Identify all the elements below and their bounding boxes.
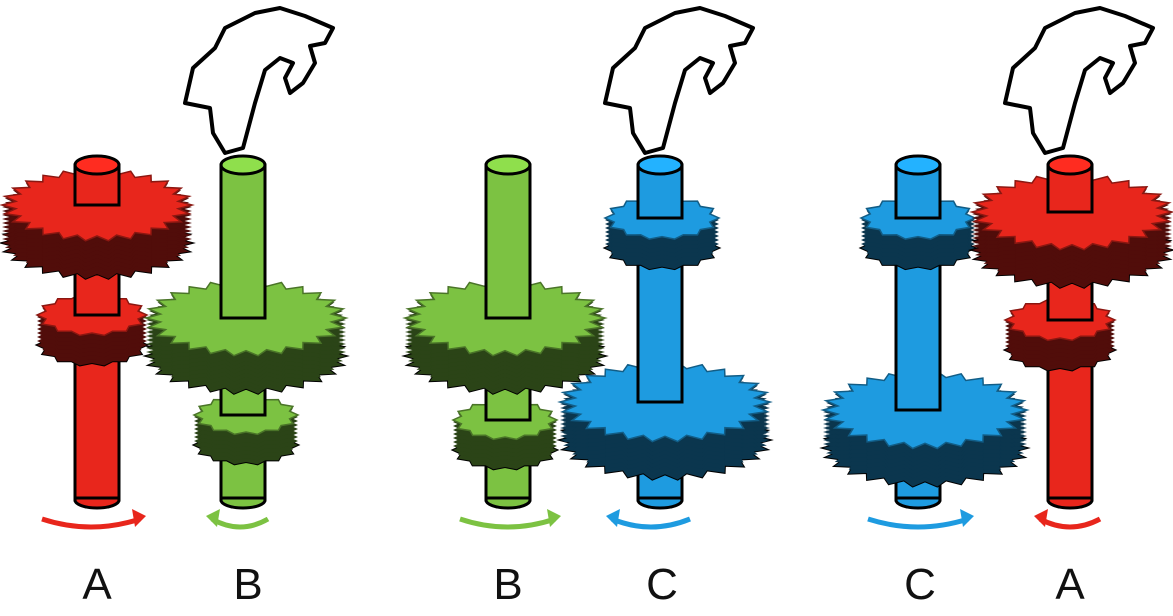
shaft-top bbox=[636, 154, 684, 176]
shaft-top bbox=[894, 154, 942, 176]
shaft-top bbox=[484, 154, 532, 176]
arrow-head-icon bbox=[547, 509, 561, 527]
hand-icon bbox=[183, 6, 335, 155]
shaft bbox=[219, 163, 267, 320]
shaft-top bbox=[219, 154, 267, 176]
rotation-arrow bbox=[867, 516, 969, 530]
arrow-head-icon bbox=[132, 509, 146, 527]
label-a-right: A bbox=[1055, 560, 1085, 609]
label-b-middle: B bbox=[493, 560, 523, 609]
arrow-head-icon bbox=[960, 509, 974, 527]
rotation-arrow bbox=[611, 516, 691, 530]
shaft bbox=[484, 163, 532, 320]
rotation-arrow bbox=[41, 516, 141, 530]
label-c-middle: C bbox=[646, 560, 678, 609]
label-c-right: C bbox=[904, 560, 936, 609]
rotation-arrow bbox=[459, 516, 556, 530]
hand-icon bbox=[603, 6, 755, 155]
arrow-head-icon bbox=[606, 509, 620, 527]
arrow-head-icon bbox=[206, 509, 220, 527]
rotation-arrow bbox=[1038, 516, 1102, 530]
rotation-arrow bbox=[210, 516, 270, 530]
arrow-head-icon bbox=[1034, 509, 1048, 527]
shaft-top bbox=[1046, 154, 1094, 176]
shaft-top bbox=[73, 154, 121, 176]
label-a-left: A bbox=[82, 560, 112, 609]
shaft bbox=[636, 163, 684, 220]
hand-icon bbox=[1003, 6, 1155, 155]
label-b-left: B bbox=[233, 560, 263, 609]
